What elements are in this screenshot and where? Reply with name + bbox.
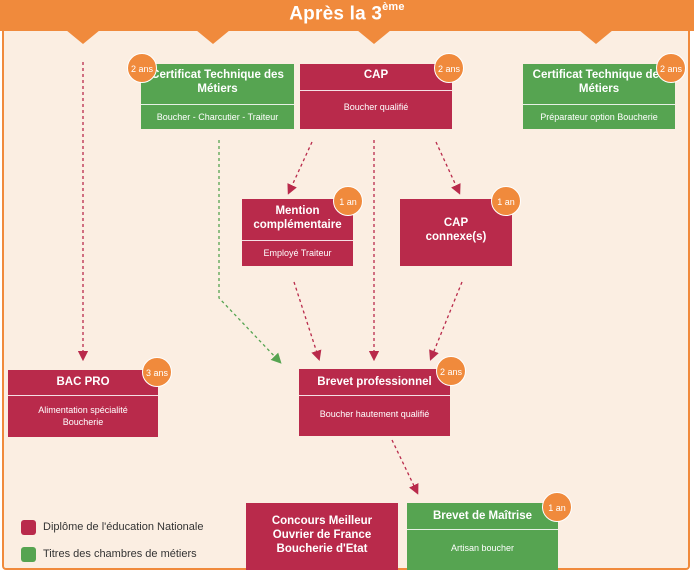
box-title: Certificat Technique des Métiers — [532, 69, 666, 95]
legend-red-swatch — [21, 520, 36, 535]
duration-badge: 2 ans — [127, 53, 157, 83]
legend-green-label: Titres des chambres de métiers — [43, 548, 197, 560]
arrow-capconnexe-to-bp — [429, 281, 463, 361]
duration-badge: 2 ans — [656, 53, 686, 83]
box-subtitle: Alimentation spécialité Boucherie — [38, 405, 128, 427]
box-title: Concours Meilleur Ouvrier de France Bouc… — [271, 515, 373, 555]
box-bac-pro: BAC PRO Alimentation spécialité Boucheri… — [8, 370, 158, 437]
page-title: Après la 3ème — [289, 1, 405, 25]
arrow-ctm-to-bp — [218, 140, 282, 364]
header-notch — [357, 30, 391, 44]
box-mention-complementaire: Mention complémentaire Employé Traiteur — [242, 199, 353, 266]
box-title: Brevet de Maîtrise — [432, 510, 533, 522]
box-ctm-preparateur: Certificat Technique des Métiers Prépara… — [523, 64, 675, 129]
box-title: BAC PRO — [56, 376, 110, 388]
box-brevet-professionnel: Brevet professionnel Boucher hautement q… — [299, 369, 450, 436]
header-notch — [66, 30, 100, 44]
box-subtitle: Boucher qualifié — [343, 102, 409, 112]
duration-badge: 3 ans — [142, 357, 172, 387]
header-bar — [0, 0, 694, 31]
box-subtitle: Boucher hautement qualifié — [319, 409, 430, 419]
arrow-bp-to-bm — [391, 439, 419, 495]
duration-badge: 2 ans — [434, 53, 464, 83]
box-title: Certificat Technique des Métiers — [151, 69, 284, 95]
duration-badge: 1 an — [491, 186, 521, 216]
box-subtitle: Préparateur option Boucherie — [540, 112, 658, 122]
box-title: Brevet professionnel — [317, 376, 432, 388]
duration-badge: 1 an — [542, 492, 572, 522]
box-subtitle: Artisan boucher — [450, 543, 515, 553]
box-brevet-maitrise: Brevet de Maîtrise Artisan boucher — [407, 503, 558, 570]
box-title: Mention complémentaire — [253, 205, 342, 231]
header-notch — [579, 30, 613, 44]
duration-badge: 2 ans — [436, 356, 466, 386]
legend-green-swatch — [21, 547, 36, 562]
box-ctm-boucher: Certificat Technique des Métiers Boucher… — [141, 64, 294, 129]
header-notch — [196, 30, 230, 44]
box-subtitle: Employé Traiteur — [263, 248, 332, 258]
arrow-to-capconnexe — [435, 141, 461, 195]
duration-badge: 1 an — [333, 186, 363, 216]
arrow-to-mention — [287, 141, 313, 195]
box-title: CAP — [363, 69, 389, 81]
box-title: CAP connexe(s) — [425, 217, 487, 243]
arrow-mention-to-bp — [293, 281, 322, 361]
box-cap-connexe: CAP connexe(s) — [400, 199, 512, 266]
box-subtitle: Boucher - Charcutier - Traiteur — [156, 112, 279, 122]
legend-red-label: Diplôme de l'éducation Nationale — [43, 521, 204, 533]
box-concours-mof: Concours Meilleur Ouvrier de France Bouc… — [246, 503, 398, 570]
box-cap: CAP Boucher qualifié — [300, 64, 452, 129]
